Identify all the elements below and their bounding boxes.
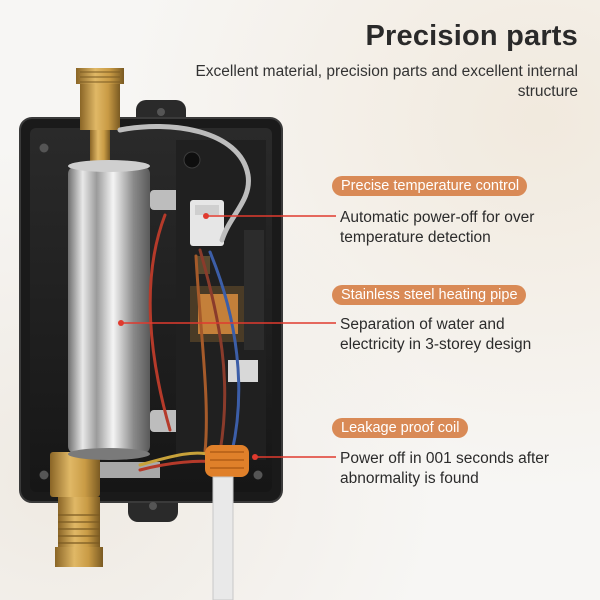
feature-badge-heating-pipe: Stainless steel heating pipe (332, 285, 526, 305)
leakage-coil (205, 445, 249, 477)
power-cable (212, 476, 234, 600)
feature-description-heating-pipe: Separation of water and electricity in 3… (340, 316, 532, 353)
page-subtitle: Excellent material, precision parts and … (195, 63, 578, 100)
callout-lines (118, 213, 336, 460)
feature-badge-leakage-coil: Leakage proof coil (332, 418, 468, 438)
feature-description-temperature-control: Automatic power-off for over temperature… (340, 209, 535, 246)
bottom-brass-fitting (50, 452, 160, 567)
top-brass-fitting (76, 68, 124, 168)
feature-description-leakage-coil: Power off in 001 seconds after abnormali… (340, 450, 550, 487)
control-board (176, 140, 266, 460)
page-title: Precision parts (365, 20, 578, 52)
feature-badge-temperature-control: Precise temperature control (332, 176, 528, 196)
